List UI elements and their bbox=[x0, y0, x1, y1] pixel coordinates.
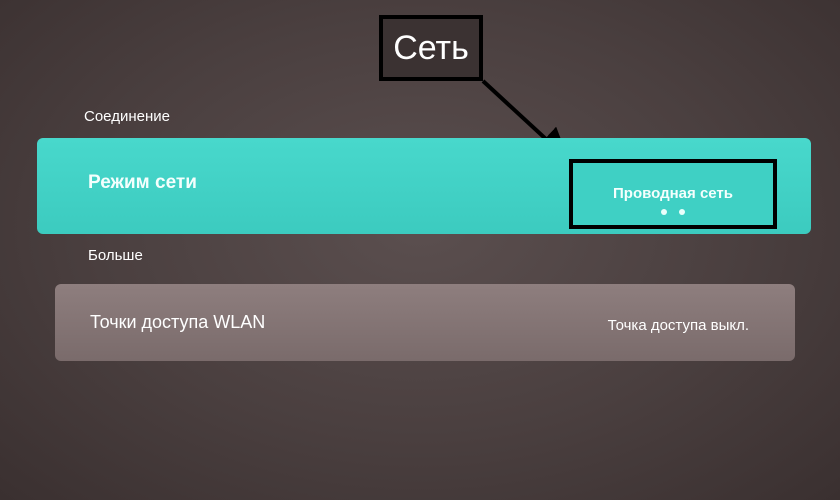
section-header-connection: Соединение bbox=[84, 108, 170, 125]
network-mode-value: Проводная сеть bbox=[613, 185, 733, 202]
network-mode-label: Режим сети bbox=[88, 172, 197, 193]
wlan-hotspot-item[interactable]: Точки доступа WLAN Точка доступа выкл. bbox=[55, 284, 795, 361]
network-mode-item[interactable]: Режим сети Проводная сеть bbox=[37, 138, 811, 234]
wlan-hotspot-status: Точка доступа выкл. bbox=[607, 317, 749, 334]
wlan-hotspot-label: Точки доступа WLAN bbox=[90, 312, 266, 332]
option-indicator-dots bbox=[573, 209, 773, 215]
annotation-callout: Сеть bbox=[379, 15, 483, 81]
dot-icon bbox=[661, 209, 667, 215]
dot-icon bbox=[679, 209, 685, 215]
annotation-label: Сеть bbox=[393, 29, 469, 67]
network-mode-value-highlight: Проводная сеть bbox=[569, 159, 777, 229]
section-header-more: Больше bbox=[88, 247, 143, 264]
